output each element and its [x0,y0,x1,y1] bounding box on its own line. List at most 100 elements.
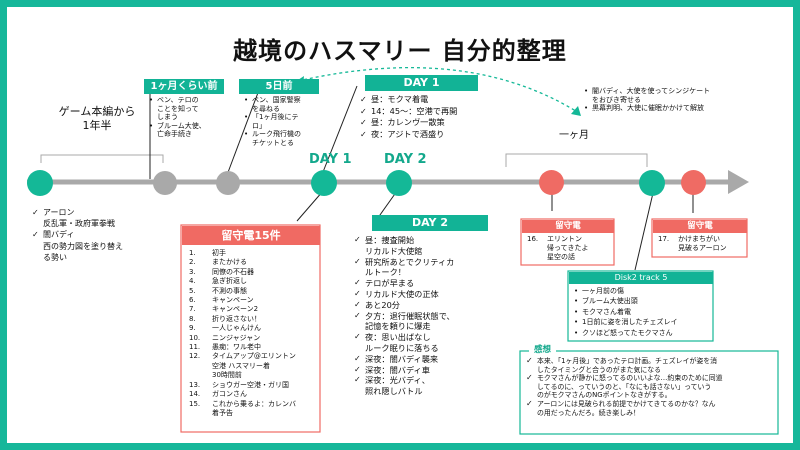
rusuden-item: 14. ガコンさん [189,390,319,399]
kansou-item: 本来、「1ヶ月後」であったテロ計画。チェズレイが姿を消したタイミングと合うのがま… [525,357,775,374]
kansou-header: 感想 [529,343,557,355]
rusuden17-line: 見破るアーロン [678,243,727,252]
day2-item-line: リカルド大使の正体 [365,288,439,299]
node-rusuden16 [539,170,564,195]
rusuden-item-line: 空港 ハスマリー着 [212,361,271,370]
disk2-item: モクマさん着電 [573,307,713,318]
rusuden17-lines: かけまちがい見破るアーロン [678,235,727,253]
day2-box: 昼：捜査開始リカルド大使館研究所あとでクリティカルトーク！テロが早まるリカルド大… [353,235,513,397]
rusuden-item-line: これから乗るよ：カレンバ [212,399,296,408]
month-before-header: 1ヶ月くらい前 [144,79,224,94]
day2-item-line: 昼：捜査開始 [365,235,415,245]
page-title: 越境のハスマリー 自分的整理 [233,37,567,65]
disk2-item-line: 一ヶ月前の傷 [582,287,624,295]
five-days-header: 5日前 [239,79,319,94]
day2-item-line: ルーク眠りに落ちる [365,342,439,353]
node-day1 [311,170,337,196]
kansou-item-line: モクマさんが静かに怒ってるのいいよな…約束のために同道 [537,374,723,383]
month-later-item: 黒幕判明、大使に催眠かかけて解放 [583,104,783,113]
day2-item-line: リカルド大使館 [365,245,423,256]
rusuden-item: 11.愚痴：ワル老中 [189,343,319,352]
rusuden-item: 2.またかける [189,258,319,267]
rusuden-item-text: 急ぎ折返し [212,277,247,286]
rusuden-item-line: ガコンさん [212,390,247,399]
rusuden-item-number: 9. [189,324,196,333]
bracket-year [40,154,164,163]
disk2-box: 一ヶ月前の傷ブルーム大使出頭モクマさん着電1日前に姿を消したチェズレイクソほど怒… [573,286,713,338]
day2-item: 深夜：闇バディ襲来 [353,354,513,365]
dashed-arrow-head-right [571,106,581,116]
day2-item: テロが早まる [353,278,513,289]
disk2-item: クソほど怒ってたモクマさん [573,328,713,339]
rusuden-item-text: キャンペーン [212,296,254,305]
five-days-item-line: を尋ねる [252,104,280,113]
kansou-border [519,350,779,435]
node-month-before [153,171,177,195]
rusuden17-border [651,218,748,258]
day2-item-line: 研究所あとでクリティカ [365,256,455,267]
rusuden-item: 3.同僚の不石器 [189,268,319,277]
rusuden-item-line: 30時間前 [212,371,242,380]
disk2-header: Disk2 track 5 [569,272,713,284]
year-label: ゲーム本編から 1年半 [47,105,147,133]
day1-item: 昼：カレンヴ一散策 [359,117,499,129]
rusuden16-line: 帰ってきたよ [547,243,589,252]
disk2-item-line: クソほど怒ってたモクマさん [582,328,673,337]
rusuden-item-line: キャンペーン [212,296,254,305]
disk2-border [567,270,714,342]
rusuden17-box: 17. かけまちがい見破るアーロン [658,235,748,253]
rusuden-item-number: 4. [189,277,196,286]
kansou-list: 本来、「1ヶ月後」であったテロ計画。チェズレイが姿を消したタイミングと合うのがま… [525,357,775,417]
rusuden-item-text: 折り返さない！ [212,315,261,324]
disk2-item-line: モクマさん着電 [582,307,631,316]
rusuden-item-text: 不測の事態 [212,287,247,296]
arron-item-line: る勢い [43,252,67,262]
month-before-item-line: ベン、テロの [157,96,199,104]
day2-header: DAY 2 [372,215,488,231]
kansou-item-line: してるのに、っていうのと、「なにも話さない」っていう [537,382,712,391]
day1-item-line: 昼：モクマ着電 [371,94,429,104]
rusuden-item: 4. 急ぎ折返し [189,277,319,286]
rusuden-item-number: 14. [189,390,201,399]
month-later-list: 闇バディ、大使を使ってシンジケートをおびき寄せる黒幕判明、大使に催眠かかけて解放 [583,87,783,113]
rusuden17-header: 留守電 [653,220,747,233]
rusuden-item: 1.初手 [189,249,319,258]
day1-box: 昼：モクマ着電14：45～：空港で再開昼：カレンヴ一散策夜：アジトで酒盛り [359,94,499,140]
kansou-item-line: のがモクマさんのNGポイントなきがする。 [537,391,672,400]
rusuden-item-line: ショウガー空港・ガリ国 [212,380,289,389]
arron-item-line: アーロン [43,208,75,217]
arron-item-line: 反乱軍・政府軍拳戦 [43,219,115,229]
kansou-item: アーロンには見破られる前提でかけてきてるのかな？なんの用だったんだろ。続き楽しみ… [525,400,775,417]
rusuden-item-number: 12. [189,352,201,361]
rusuden-item-number: 15. [189,399,201,408]
diagram-canvas: 越境のハスマリー 自分的整理 DAY 1 DAY [7,7,793,443]
rusuden-item-line: 愚痴：ワル老中 [212,343,261,352]
kansou-item-line: したタイミングと合うのがまた気になる [537,365,662,374]
kansou-item-line: 本来、「1ヶ月後」であったテロ計画。チェズレイが姿を消 [537,357,718,365]
connector-day1 [322,85,358,173]
disk2-item-line: ブルーム大使出頭 [582,297,638,306]
rusuden-item-line: タイムアップ@エリントン [212,352,296,361]
connector-rusuden [296,190,324,222]
month-before-item-line: しまう [157,113,178,122]
disk2-list: 一ヶ月前の傷ブルーム大使出頭モクマさん着電1日前に姿を消したチェズレイクソほど怒… [573,286,713,338]
node-one-month [639,170,665,196]
node-year-start [27,170,53,196]
timeline-day1-label: DAY 1 [309,152,352,167]
arron-item-line: 闇バディ [43,230,75,240]
timeline-svg [27,67,779,435]
month-before-list: ベン、テロのことを知ってしまうブルーム大使、亡命手続き [148,96,228,139]
rusuden16-lines: エリントン帰ってきたよ星空の話 [547,235,588,261]
day2-item-line: 深夜：光バディ、 [365,375,430,386]
five-days-item-line: 「1ヶ月後にテ [252,113,299,122]
rusuden-header: 留守電15件 [182,226,320,245]
